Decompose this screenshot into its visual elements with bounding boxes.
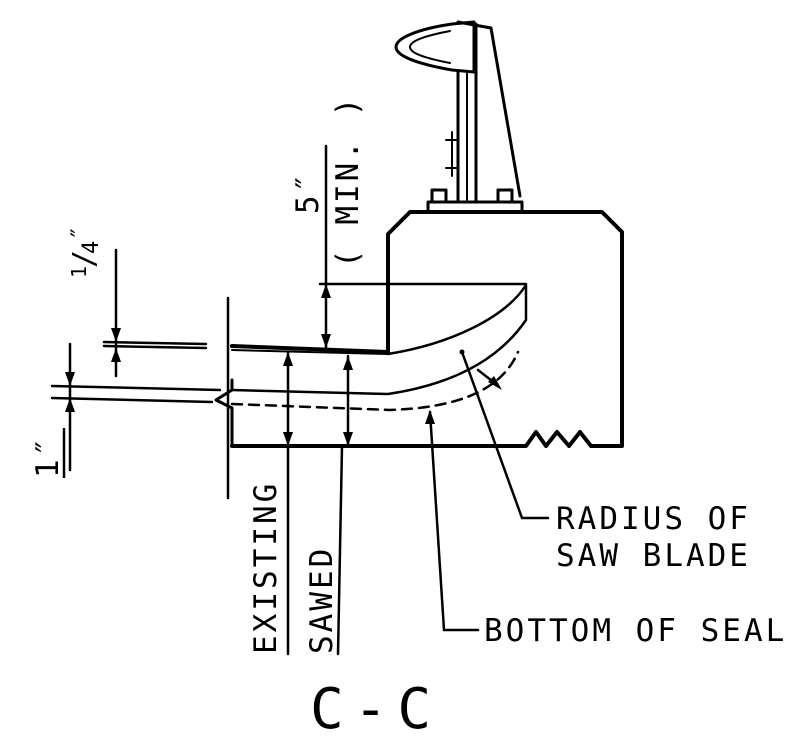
quarter-denominator: 4	[79, 241, 104, 254]
nut-right	[496, 188, 514, 204]
arrow-sawed-up	[343, 356, 353, 370]
arrow-one-down	[65, 372, 75, 386]
arrow-quarter-down	[111, 328, 121, 342]
sawed-ext	[336, 444, 344, 656]
arrow-radius	[488, 376, 502, 390]
saw-cut-top	[230, 283, 528, 396]
section-title: C-C	[310, 677, 441, 741]
post-top	[456, 20, 493, 30]
dim-min-note: ( MIN. )	[330, 95, 366, 268]
rail-head	[394, 20, 476, 74]
quarter-numerator: 1	[67, 266, 91, 278]
dim-quarter-ext-bot	[102, 344, 208, 350]
label-bottom-of-seal: BOTTOM OF SEAL	[484, 613, 787, 649]
arrow-existing-up	[283, 352, 293, 366]
dim-quarter-ext-top	[102, 340, 208, 346]
label-existing: EXISTING	[248, 481, 284, 654]
arrow-one-up	[65, 398, 75, 412]
quarter-slash: /	[67, 250, 102, 268]
arrow-quarter-up	[111, 348, 121, 362]
sawed-surface	[231, 349, 389, 355]
dim-quarter-inch: 1 / 4 ″	[66, 226, 104, 278]
label-radius-line2: SAW BLADE	[556, 538, 751, 574]
arrow-seal	[425, 410, 435, 424]
curb-outline	[230, 210, 624, 448]
arrow-5in-down	[321, 334, 331, 348]
bottom-of-seal-line	[230, 350, 520, 412]
post-back	[489, 26, 522, 198]
radius-center-dot	[459, 349, 465, 355]
existing-surface	[230, 344, 390, 354]
rail-head-inner	[409, 30, 451, 64]
pavement-edge	[214, 378, 234, 448]
arrowheads	[65, 284, 502, 446]
label-sawed: SAWED	[304, 546, 340, 654]
quarter-inch-mark: ″	[66, 226, 94, 240]
arrow-sawed-down	[343, 432, 353, 446]
deck-left-line	[50, 384, 222, 392]
rail-post	[394, 20, 524, 214]
post-bolt-detail	[445, 131, 459, 177]
dim-one-inch: 1″	[30, 435, 66, 478]
dim-five-inch: 5″	[290, 171, 326, 214]
radius-leader	[460, 350, 550, 520]
deck-left-line-2	[50, 396, 214, 404]
nut-left	[430, 188, 448, 204]
seal-leader	[428, 410, 480, 632]
label-radius-line1: RADIUS OF	[556, 501, 751, 537]
arrow-existing-down	[283, 432, 293, 446]
arrow-5in-up	[321, 284, 331, 298]
curb-section	[50, 210, 624, 448]
